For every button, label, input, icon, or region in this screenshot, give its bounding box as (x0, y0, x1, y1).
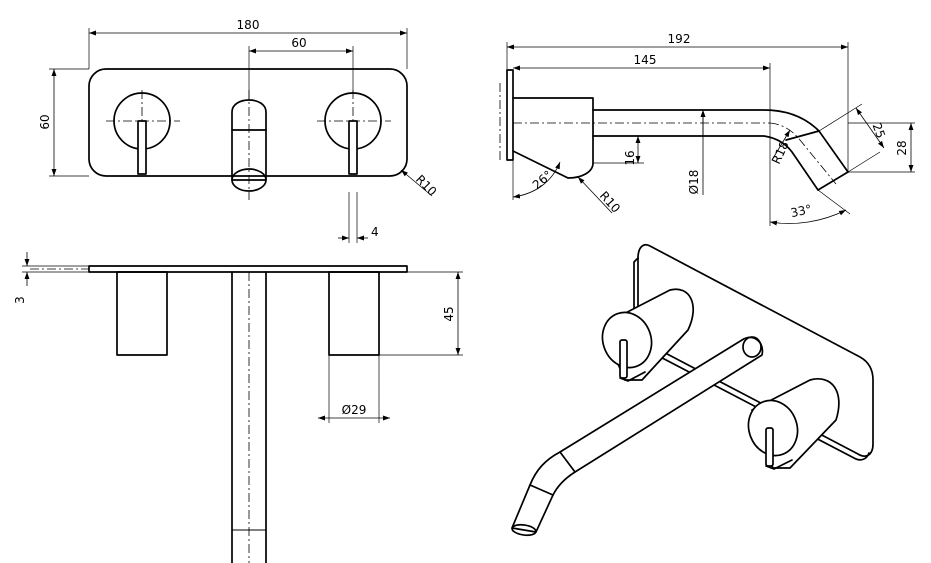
front-left-lever (137, 120, 147, 175)
side-view: 192 145 28 25 R18 33° Ø18 16 26° (499, 32, 915, 226)
dim-width: 180 (237, 18, 260, 32)
dim-spacing: 60 (291, 36, 306, 50)
dim-height: 60 (38, 114, 52, 129)
top-right-handle (328, 271, 380, 356)
top-left-handle (116, 271, 168, 356)
dim-corner-radius: R10 (413, 172, 440, 199)
dim-tip-diameter: 25 (870, 121, 888, 140)
top-spout (231, 271, 267, 563)
dim-spout-drop: 28 (895, 140, 909, 155)
side-wall-plate (506, 69, 514, 161)
dim-plate-thickness: 3 (13, 296, 27, 304)
iso-handle-upper (601, 288, 694, 382)
dim-handle-angle: 26° (530, 168, 555, 192)
dim-spout-reach: 145 (634, 53, 657, 67)
dim-total-depth: 192 (668, 32, 691, 46)
dim-bend-angle: 33° (789, 202, 813, 220)
dim-spout-diameter: Ø18 (687, 170, 701, 195)
isometric-view (511, 243, 874, 537)
dim-handle-length: 45 (442, 306, 456, 321)
top-view: 3 45 Ø29 (13, 252, 463, 563)
dim-handle-diameter: Ø29 (342, 403, 367, 417)
dim-handle-radius: R10 (597, 189, 623, 216)
top-wall-plate (88, 265, 408, 273)
front-wall-plate (88, 68, 408, 177)
iso-spout (511, 336, 764, 537)
dim-bend-radius: R18 (769, 139, 792, 166)
iso-wall-plate (637, 243, 874, 457)
front-spout (231, 90, 267, 200)
front-view: 180 60 60 R10 4 (38, 18, 439, 243)
iso-handle-lower (747, 378, 840, 470)
dim-lever-width: 4 (371, 225, 379, 239)
front-right-lever (348, 120, 358, 175)
side-body (512, 97, 594, 179)
dim-body-offset: 16 (623, 150, 637, 165)
